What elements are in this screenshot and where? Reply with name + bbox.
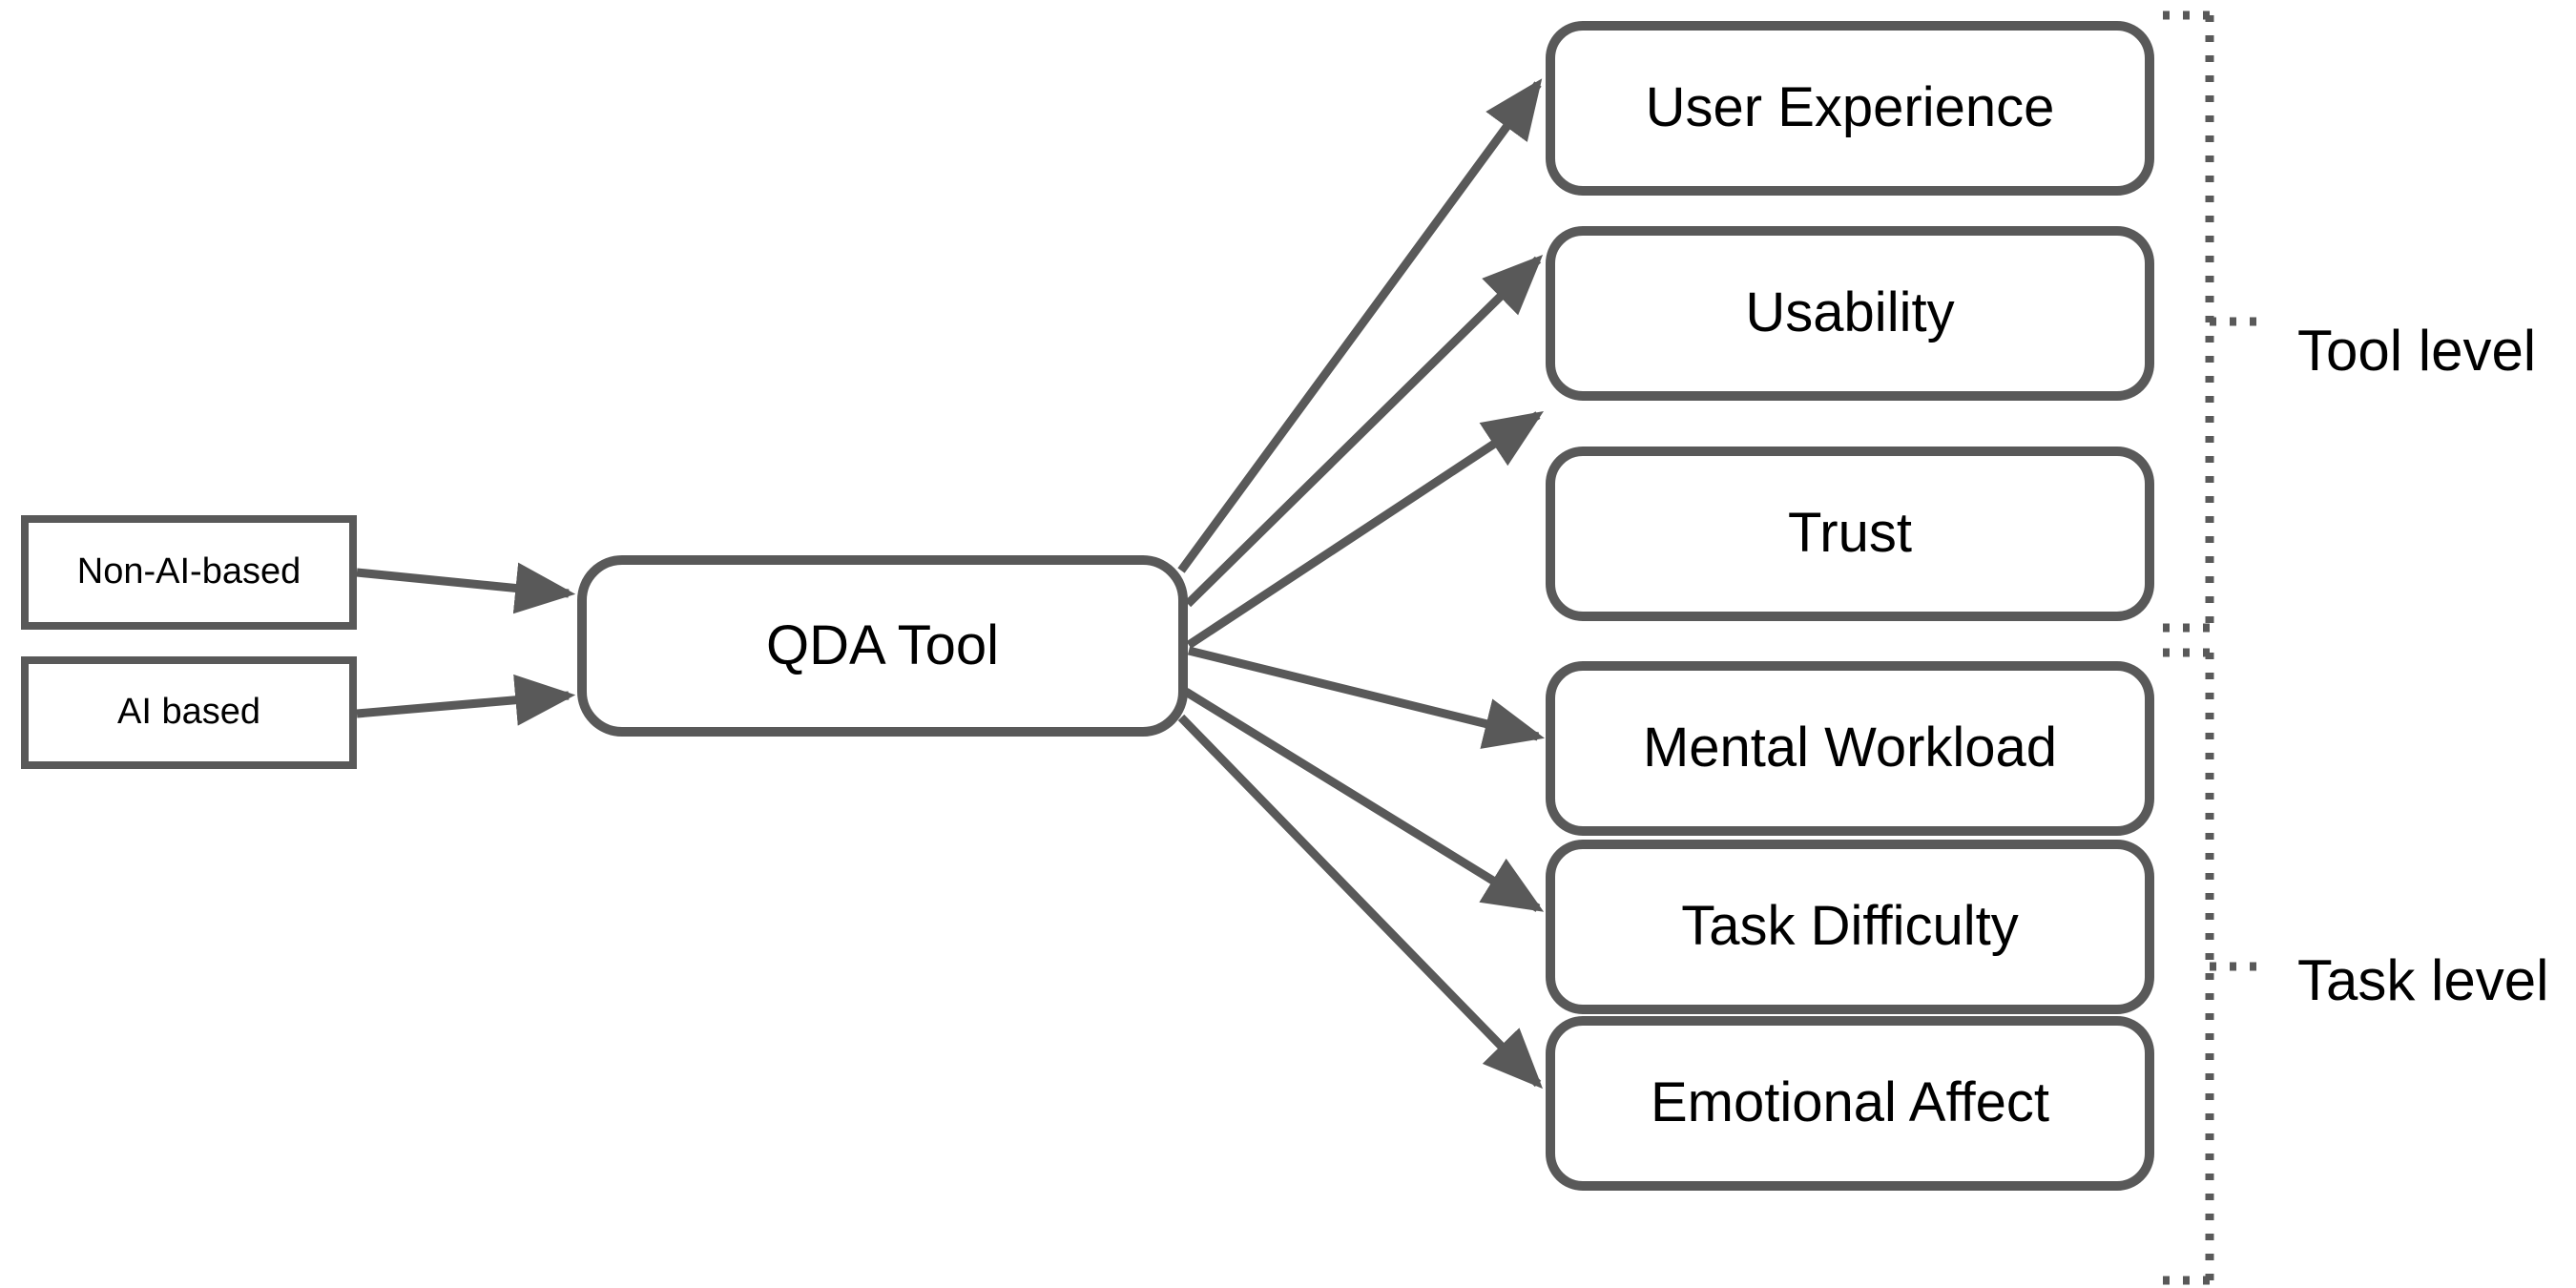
group-label-tool-level: Tool level bbox=[2297, 318, 2536, 384]
brackets-layer bbox=[2160, 10, 2259, 1285]
edge-qda-to-ux bbox=[1177, 78, 1543, 573]
edge-non-ai-to-qda bbox=[356, 562, 576, 614]
group-label-tool-level-text: Tool level bbox=[2297, 319, 2537, 383]
group-label-task-level: Task level bbox=[2297, 947, 2548, 1013]
edge-qda-to-task bbox=[1183, 688, 1545, 912]
edges-layer bbox=[356, 78, 1545, 1090]
shapes-layer bbox=[21, 21, 2154, 1191]
edge-qda-to-emotion bbox=[1177, 714, 1544, 1090]
edge-qda-to-trust bbox=[1186, 411, 1545, 649]
edge-qda-to-usability bbox=[1184, 254, 1544, 608]
edge-ai-to-qda bbox=[356, 674, 576, 726]
edge-qda-to-mental bbox=[1187, 646, 1545, 749]
group-label-task-level-text: Task level bbox=[2297, 948, 2549, 1012]
